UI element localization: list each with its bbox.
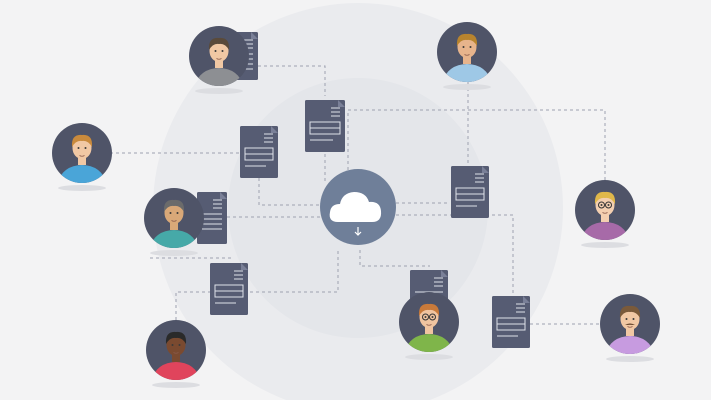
connector-line [347,109,606,182]
person-avatar [600,294,660,362]
document-icon [197,192,227,244]
person-avatar [189,26,249,94]
person-avatar [575,180,635,248]
connector-line [396,214,514,298]
document-icon [240,126,278,178]
person-avatar [399,292,459,360]
person-avatar [144,188,204,256]
document-icon [305,100,345,152]
hub-layer [320,169,396,245]
connector-line [258,65,326,96]
person-avatar [146,320,206,388]
connector-line [250,250,339,293]
person-avatar [437,22,497,90]
people-layer [52,22,660,388]
document-icon [210,263,248,315]
cloud-download-icon [320,169,396,245]
document-icon [451,166,489,218]
person-avatar [52,123,112,191]
connector-line [175,291,210,332]
document-icon [492,296,530,348]
connector-line [359,250,430,267]
